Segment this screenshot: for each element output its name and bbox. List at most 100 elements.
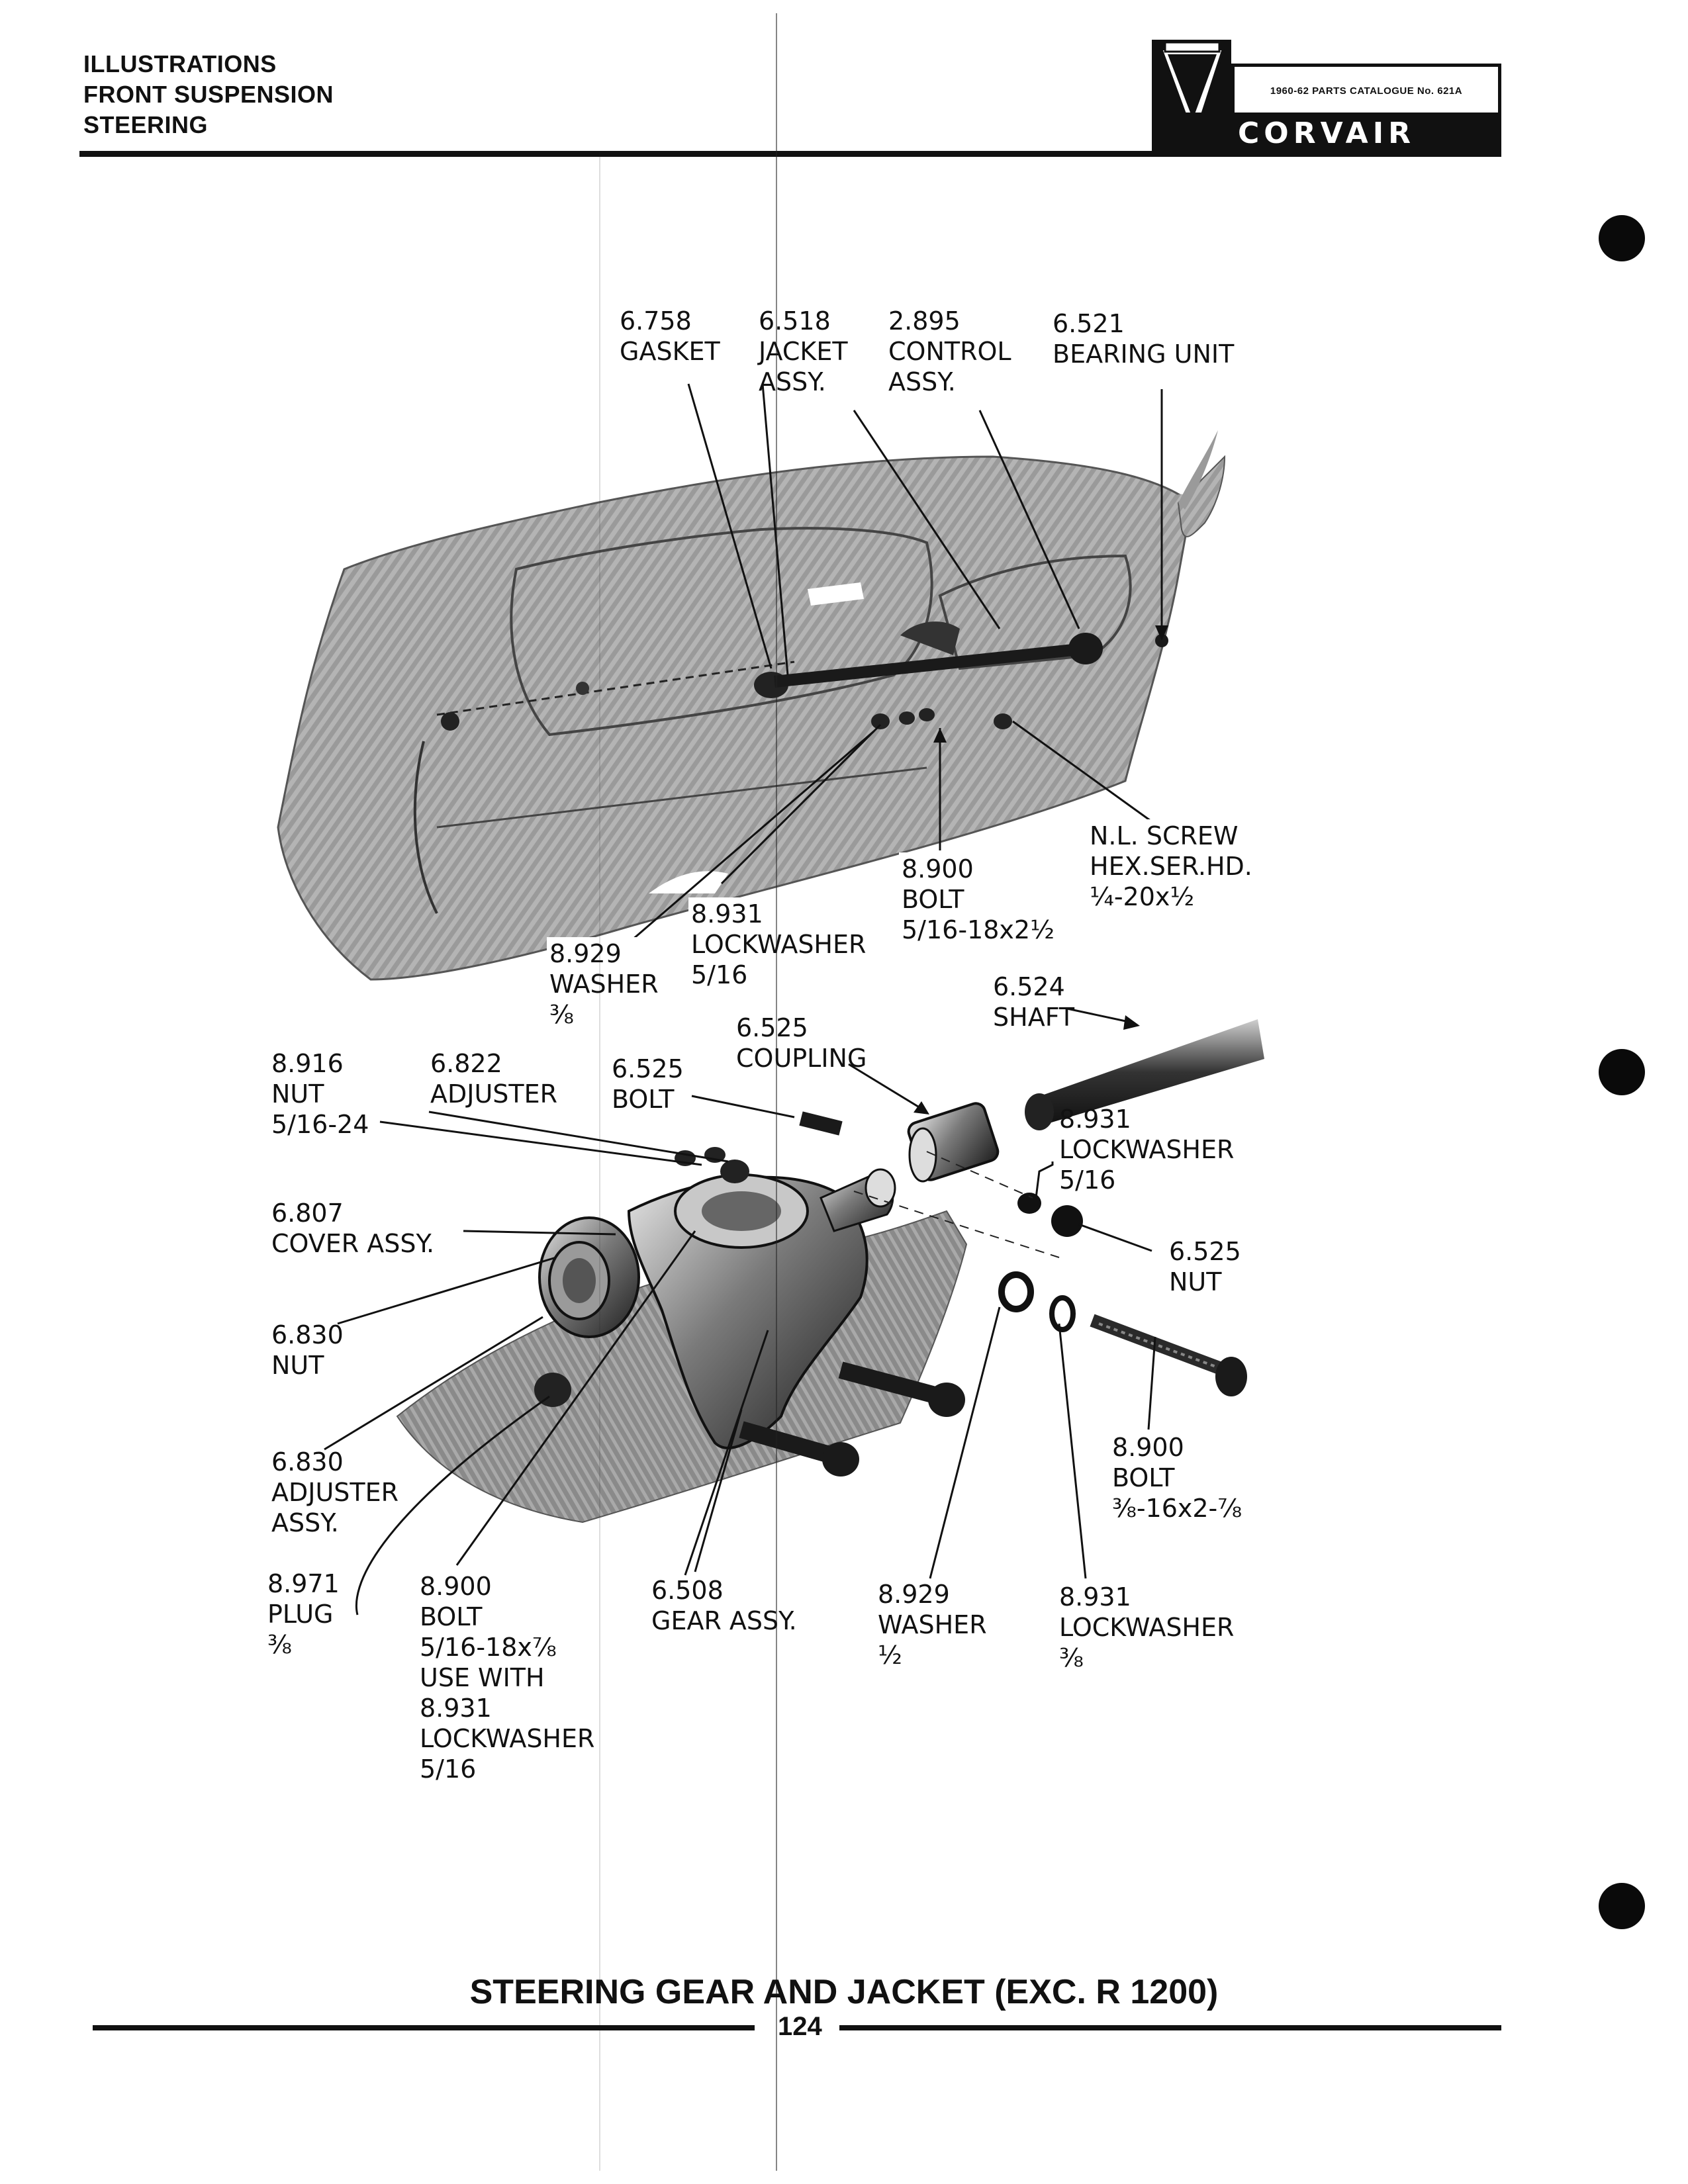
callout-line: 5/16-24 — [271, 1110, 369, 1139]
brand-name: CORVAIR — [1152, 113, 1501, 154]
header-rule — [79, 151, 1501, 157]
heading-line-1: ILLUSTRATIONS — [83, 50, 277, 77]
callout-line: 5/16 — [691, 960, 748, 989]
callout-line: 8.931 — [1059, 1105, 1131, 1134]
callout-line: BOLT — [420, 1602, 483, 1631]
callout-line: 6.508 — [651, 1576, 724, 1605]
callout-line: 8.929 — [549, 939, 622, 968]
callout-line: BOLT — [902, 885, 964, 914]
callout-line: N.L. SCREW — [1090, 821, 1239, 850]
punch-hole-bottom — [1599, 1883, 1645, 1929]
callout-line: NUT — [271, 1351, 324, 1380]
callout-line: 8.931 — [691, 899, 763, 929]
punch-hole-middle — [1599, 1049, 1645, 1095]
callout-line: WASHER — [549, 970, 659, 999]
callout-line: JACKET — [759, 337, 848, 366]
scan-line — [776, 13, 777, 2171]
callout-line: SHAFT — [993, 1003, 1075, 1032]
callout-line: NUT — [271, 1079, 324, 1109]
callout-line: ⅜ — [1059, 1643, 1084, 1672]
callout-line: BOLT — [1112, 1463, 1175, 1492]
callout-line: ADJUSTER — [430, 1079, 558, 1109]
footer-rule-right — [839, 2025, 1501, 2030]
callout-line: ½ — [878, 1641, 902, 1670]
callout-line: ⅜ — [267, 1630, 292, 1659]
callout-line: LOCKWASHER — [691, 930, 867, 959]
leader-arrowheads — [914, 625, 1168, 1115]
callout-line: 8.931 — [420, 1694, 492, 1723]
callout-line: 6.525 — [612, 1054, 684, 1083]
leader-lines — [324, 383, 1163, 1615]
callout-line: 2.895 — [888, 306, 961, 336]
crest-icon — [1152, 40, 1231, 144]
figure-caption: STEERING GEAR AND JACKET (EXC. R 1200) — [469, 1973, 1219, 2011]
callout-line: 6.521 — [1053, 309, 1125, 338]
callout-line: 6.525 — [736, 1013, 808, 1042]
section-heading: ILLUSTRATIONS FRONT SUSPENSION STEERING — [83, 49, 334, 140]
callout-line: USE WITH — [420, 1663, 545, 1692]
callout-line: GASKET — [620, 337, 720, 366]
callout-line: ⅜ — [549, 1000, 574, 1029]
callout-line: 6.807 — [271, 1199, 344, 1228]
heading-line-2: FRONT SUSPENSION — [83, 81, 334, 108]
callout-line: ¼-20x½ — [1090, 882, 1195, 911]
scan-line-faint — [599, 152, 600, 2171]
callout-line: 8.900 — [902, 854, 974, 884]
callout-line: 8.929 — [878, 1580, 950, 1609]
callout-line: COUPLING — [736, 1044, 867, 1073]
callout-line: 6.758 — [620, 306, 692, 336]
callout-line: 6.524 — [993, 972, 1065, 1001]
steering-gear-housing — [534, 1147, 965, 1477]
callout-line: BOLT — [612, 1085, 675, 1114]
callout-line: NUT — [1169, 1267, 1222, 1297]
callout-line: 5/16-18x2½ — [902, 915, 1055, 944]
callout-line: 8.916 — [271, 1049, 344, 1078]
steering-hardware — [799, 1019, 1264, 1396]
callout-line: CONTROL — [888, 337, 1011, 366]
callout-line: 5/16 — [420, 1754, 477, 1784]
callout-line: ADJUSTER — [271, 1478, 399, 1507]
dash-panel — [277, 430, 1226, 981]
callout-line: LOCKWASHER — [420, 1724, 595, 1753]
corvair-logo: 1960-62 PARTS CATALOGUE No. 621A CORVAIR — [1152, 40, 1503, 154]
callout-line: 8.900 — [1112, 1433, 1184, 1462]
callout-line: 6.822 — [430, 1049, 502, 1078]
callout-line: BEARING UNIT — [1053, 340, 1235, 369]
callout-line: HEX.SER.HD. — [1090, 852, 1252, 881]
punch-hole-top — [1599, 215, 1645, 261]
callout-line: LOCKWASHER — [1059, 1135, 1235, 1164]
footer-rule-left — [93, 2025, 755, 2030]
callout-line: 6.830 — [271, 1447, 344, 1477]
heading-line-3: STEERING — [83, 111, 209, 138]
callout-line: GEAR ASSY. — [651, 1606, 797, 1635]
callout-line: ASSY. — [888, 367, 956, 396]
callout-line: COVER ASSY. — [271, 1229, 435, 1258]
callout-line: 6.525 — [1169, 1237, 1241, 1266]
callout-line: 5/16-18x⅞ — [420, 1633, 557, 1662]
callout-line: WASHER — [878, 1610, 987, 1639]
callout-line: ASSY. — [759, 367, 826, 396]
callout-line: LOCKWASHER — [1059, 1613, 1235, 1642]
